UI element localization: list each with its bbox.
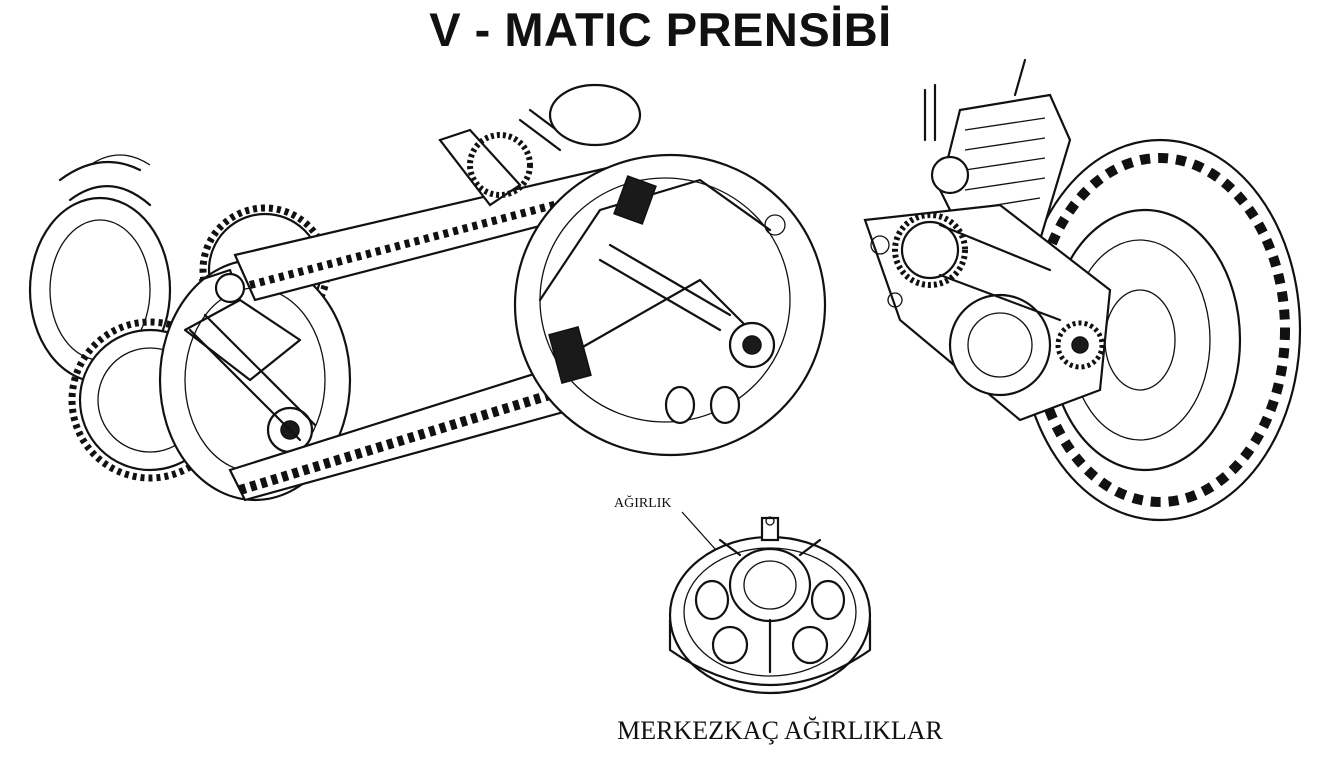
centrifugal-weights-drawing (668, 511, 872, 695)
gear-shaft (438, 83, 642, 207)
transmission-casing (863, 203, 1112, 422)
weight-label: AĞIRLIK (614, 496, 672, 511)
diagram-title: V - MATIC PRENSİBİ (429, 3, 892, 56)
rear-wheel (1018, 138, 1302, 522)
cvt-transmission-drawing (28, 83, 827, 502)
v-belt (228, 163, 642, 502)
clutch-housing (513, 153, 827, 457)
drive-pulley (158, 258, 352, 502)
scooter-engine-wheel-drawing (863, 58, 1302, 522)
centrifugal-weights-caption: MERKEZKAÇ AĞIRLIKLAR (617, 716, 943, 745)
